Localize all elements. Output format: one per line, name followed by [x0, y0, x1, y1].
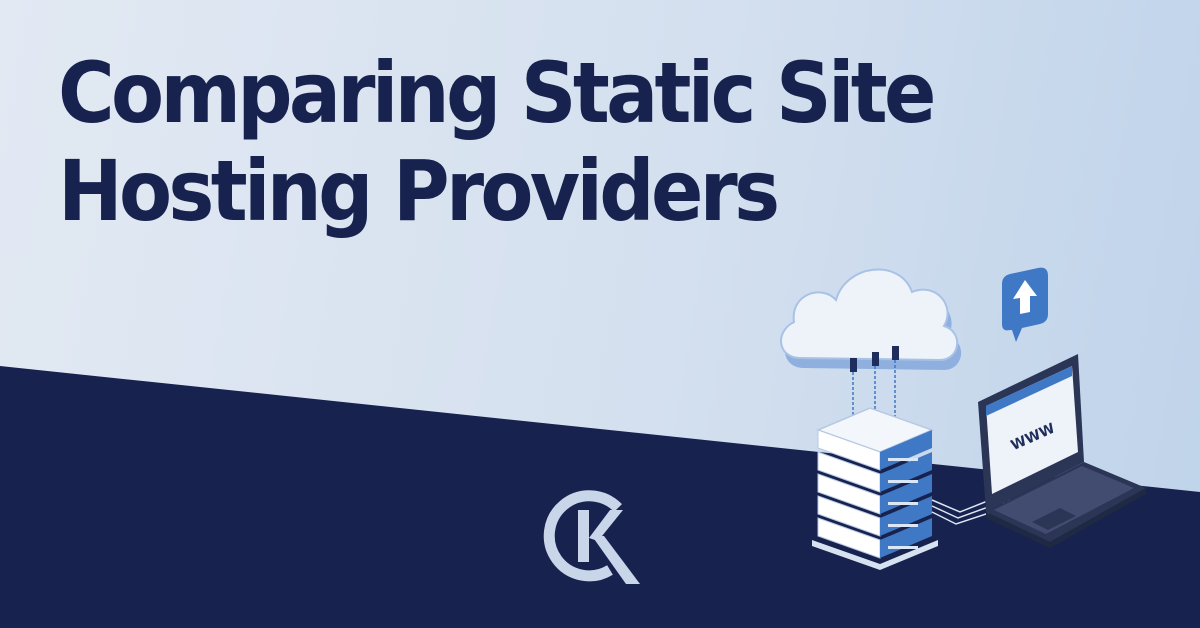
k-logo-icon [543, 490, 640, 584]
cloud-icon [780, 268, 962, 370]
title-line-1: Comparing Static Site [58, 44, 936, 142]
title-line-2: Hosting Providers [58, 142, 780, 240]
hosting-illustration: WWW [780, 267, 1146, 570]
server-rack-icon [812, 407, 938, 570]
laptop-icon: WWW [978, 354, 1146, 548]
upload-badge [1002, 267, 1048, 342]
page-title: Comparing Static Site Hosting Providers [58, 44, 936, 240]
arrow-up-icon [1013, 280, 1037, 314]
